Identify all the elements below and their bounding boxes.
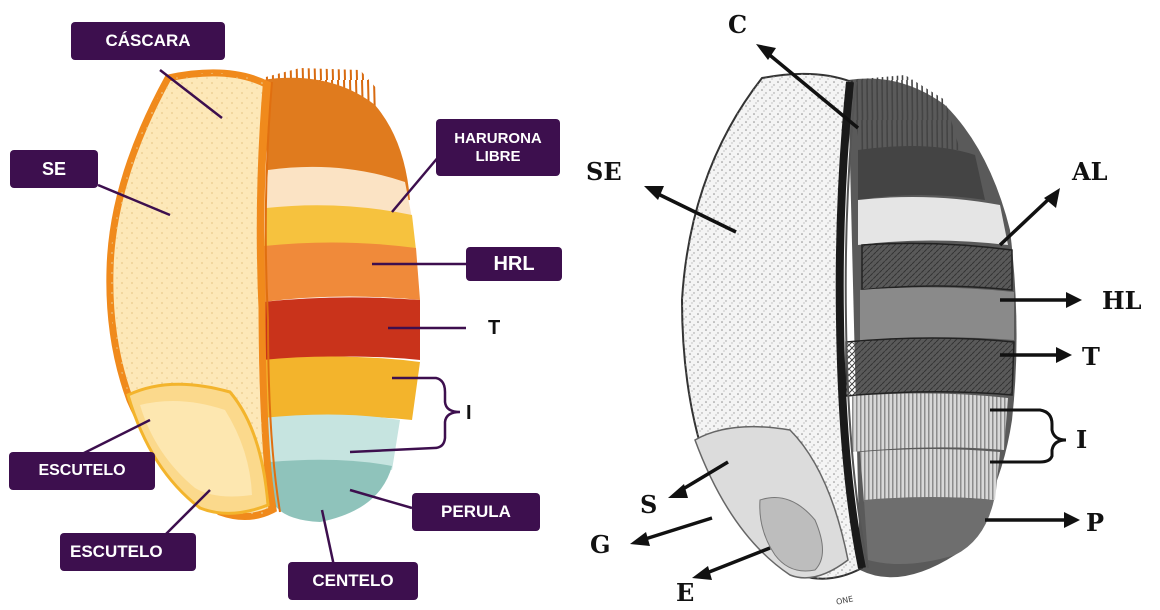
striped-band-1 — [852, 393, 1008, 452]
label-perula: PERULA — [412, 493, 540, 531]
label-c: C — [728, 10, 747, 39]
label-hl: HL — [1102, 286, 1142, 315]
germ-upper — [858, 146, 985, 200]
label-se-right: SE — [586, 157, 622, 186]
label-harurona-line2: LIBRE — [476, 148, 521, 166]
hatched-band-1 — [862, 243, 1012, 290]
striped-band-2 — [860, 449, 1000, 502]
label-se-left: SE — [10, 150, 98, 188]
label-escutelo-2: ESCUTELO — [60, 533, 196, 571]
left-grain-diagram — [70, 68, 466, 566]
label-escutelo-1: ESCUTELO — [9, 452, 155, 490]
label-al: AL — [1072, 157, 1108, 186]
bottom-band — [864, 497, 994, 564]
label-cascara: CÁSCARA — [71, 22, 225, 60]
band-teal-dark — [270, 460, 392, 522]
label-harurona-libre: HARURONA LIBRE — [436, 119, 560, 176]
label-e: E — [676, 578, 694, 607]
aleurone-layer — [858, 197, 1008, 245]
label-p: P — [1086, 508, 1104, 537]
label-i-left: I — [466, 402, 472, 425]
label-g: G — [590, 530, 611, 559]
label-harurona-line1: HARURONA — [454, 130, 542, 148]
label-s: S — [640, 490, 657, 519]
label-centelo: CENTELO — [288, 562, 418, 600]
label-hrl: HRL — [466, 247, 562, 281]
band-orange — [262, 242, 420, 302]
label-i-right: I — [1076, 425, 1087, 454]
band-red — [262, 297, 420, 362]
germ-hairs — [850, 75, 960, 150]
hatched-band-2 — [846, 338, 1014, 396]
gray-band — [860, 287, 1014, 342]
right-grain-diagram — [630, 44, 1082, 580]
band-gold — [262, 356, 420, 424]
label-t-left: T — [488, 317, 500, 340]
label-t-right: T — [1082, 342, 1100, 371]
